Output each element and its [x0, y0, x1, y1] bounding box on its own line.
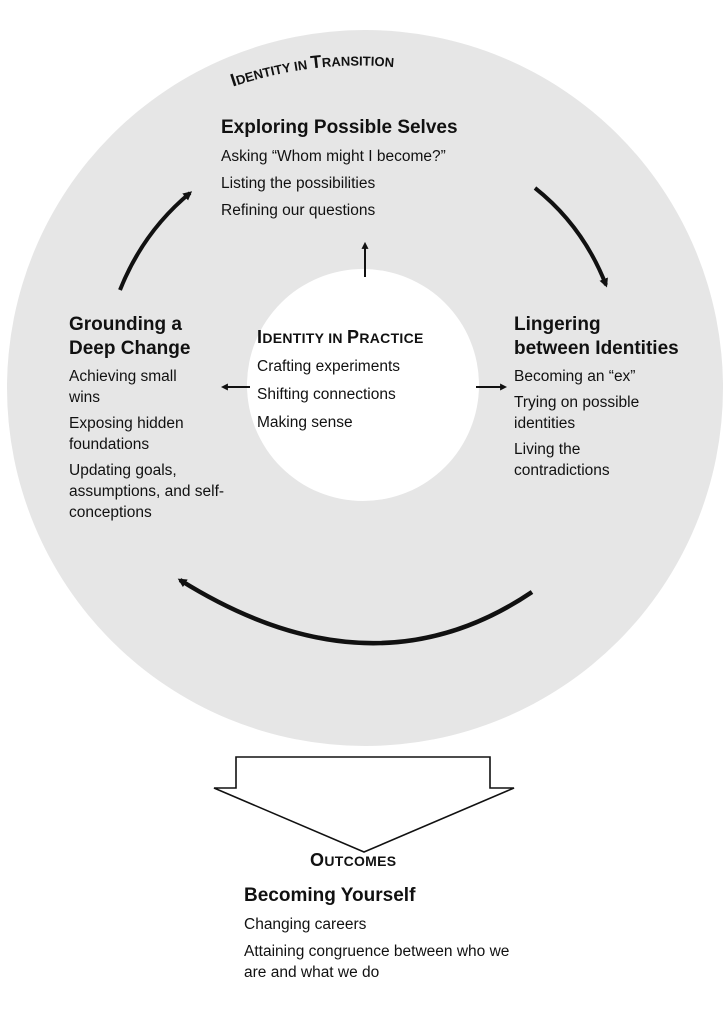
title-cap: I — [228, 70, 239, 91]
practice-item: Crafting experiments — [257, 358, 401, 375]
grounding-item: Achieving small wins — [69, 368, 177, 406]
exploring-item: Asking “Whom might I become?” — [221, 148, 446, 165]
outcomes-heading: Becoming Yourself — [244, 885, 416, 906]
title-cap: P — [347, 327, 360, 347]
lingering-section: Lingering between Identities Becoming an… — [514, 313, 724, 490]
title-cap: T — [310, 51, 323, 72]
lingering-heading-line: between Identities — [514, 338, 679, 359]
grounding-heading-line: Deep Change — [69, 338, 191, 359]
title-rest: RANSITION — [321, 53, 394, 70]
practice-item: Making sense — [257, 414, 353, 431]
outcomes-item: Changing careers — [244, 916, 367, 933]
arrow-lingering-to-grounding — [177, 578, 534, 646]
arrow-exploring-to-lingering — [533, 186, 608, 288]
outcomes-title: OUTCOMES — [310, 850, 396, 871]
lingering-heading-line: Lingering — [514, 314, 601, 335]
title-rest: DENTITY IN — [262, 330, 348, 346]
practice-title: IDENTITY IN PRACTICE — [257, 327, 477, 348]
grounding-list: Achieving small wins Exposing hidden fou… — [69, 366, 244, 523]
grounding-heading-line: Grounding a — [69, 314, 182, 335]
lingering-list: Becoming an “ex” Trying on possible iden… — [514, 366, 684, 481]
outcomes-list: Changing careers Attaining congruence be… — [244, 914, 544, 983]
lingering-item: Becoming an “ex” — [514, 368, 636, 385]
practice-item: Shifting connections — [257, 386, 396, 403]
exploring-item: Refining our questions — [221, 202, 376, 219]
lingering-item: Living the contradictions — [514, 441, 610, 479]
grounding-section: Grounding a Deep Change Achieving small … — [69, 313, 244, 528]
outcome-arrow — [213, 756, 515, 853]
exploring-list: Asking “Whom might I become?” Listing th… — [221, 146, 541, 221]
title-cap: I — [257, 327, 263, 347]
title-rest: UTCOMES — [324, 853, 397, 869]
outcomes-item: Attaining congruence between who we are … — [244, 943, 510, 981]
exploring-section: Exploring Possible Selves Asking “Whom m… — [221, 116, 541, 230]
title-cap: O — [310, 850, 325, 870]
exploring-item: Listing the possibilities — [221, 175, 376, 192]
grounding-item: Exposing hidden foundations — [69, 415, 184, 453]
practice-section: IDENTITY IN PRACTICE Crafting experiment… — [257, 327, 477, 442]
grounding-item: Updating goals, assumptions, and self-co… — [69, 462, 225, 521]
lingering-item: Trying on possible identities — [514, 394, 640, 432]
practice-list: Crafting experiments Shifting connection… — [257, 356, 477, 433]
exploring-heading: Exploring Possible Selves — [221, 117, 458, 138]
title-rest: RACTICE — [359, 330, 424, 346]
arrow-grounding-to-exploring — [118, 191, 193, 291]
outcomes-section: Becoming Yourself Changing careers Attai… — [244, 884, 544, 992]
practice-core — [247, 269, 479, 501]
